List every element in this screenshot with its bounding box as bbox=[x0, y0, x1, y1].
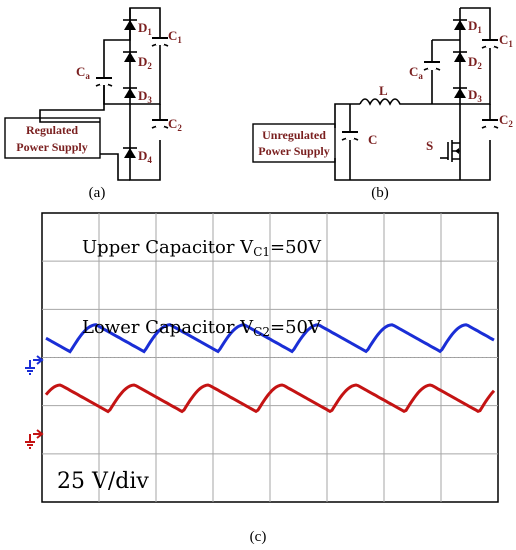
upper-ground-marker-icon bbox=[25, 355, 44, 375]
label-b-c1: C1 bbox=[499, 32, 513, 49]
label-a-c2: C2 bbox=[168, 116, 182, 133]
lower-capacitor-label: Lower Capacitor VC2=50V bbox=[82, 317, 322, 339]
scope-grid bbox=[42, 213, 498, 502]
label-b-l: L bbox=[379, 83, 388, 98]
label-b-s: S bbox=[426, 138, 433, 153]
wire-a5 bbox=[103, 84, 130, 105]
label-b-c2: C2 bbox=[499, 112, 513, 129]
inductor-l bbox=[359, 98, 405, 106]
wire-b10 bbox=[431, 39, 460, 104]
oscilloscope: Upper Capacitor VC1=50V Lower Capacitor … bbox=[25, 212, 499, 545]
scale-label: 25 V/div bbox=[57, 469, 149, 494]
diode-d4 bbox=[123, 147, 137, 158]
diode-d3 bbox=[123, 87, 137, 98]
unregulated-supply-label-1: Unregulated bbox=[262, 128, 326, 142]
label-b-d3: D3 bbox=[468, 87, 482, 104]
label-b-c: C bbox=[368, 132, 377, 147]
regulated-supply-box bbox=[4, 117, 101, 159]
wire-b1 bbox=[334, 103, 360, 128]
unregulated-supply-box bbox=[252, 123, 336, 163]
wire-b7 bbox=[460, 7, 491, 40]
caption-c: (c) bbox=[250, 529, 267, 545]
label-a-ca: Ca bbox=[76, 64, 90, 81]
label-b-d2: D2 bbox=[468, 54, 482, 71]
diode-d2 bbox=[123, 51, 137, 62]
wire-a1 bbox=[39, 7, 161, 123]
upper-capacitor-label: Upper Capacitor VC1=50V bbox=[82, 237, 322, 259]
upper-capacitor-trace bbox=[45, 323, 495, 354]
diode-b-d1 bbox=[453, 19, 467, 30]
regulated-supply-label-1: Regulated bbox=[26, 123, 78, 137]
caption-a: (a) bbox=[89, 185, 106, 201]
caption-b: (b) bbox=[371, 185, 389, 201]
circuit-a: Regulated Power Supply D1 D2 D3 D4 C1 C2… bbox=[4, 7, 182, 201]
regulated-supply-label-2: Power Supply bbox=[16, 140, 87, 154]
wire-b2 bbox=[334, 140, 491, 181]
diode-b-d3 bbox=[453, 87, 467, 98]
label-a-d2: D2 bbox=[138, 54, 152, 71]
diode-b-d2 bbox=[453, 51, 467, 62]
mosfet-s bbox=[440, 140, 460, 162]
label-a-d1: D1 bbox=[138, 20, 152, 37]
label-a-d4: D4 bbox=[138, 148, 152, 165]
circuit-b: Unregulated Power Supply bbox=[252, 7, 513, 201]
diode-d1 bbox=[123, 19, 137, 30]
lower-ground-marker-icon bbox=[25, 429, 44, 449]
label-b-d1: D1 bbox=[468, 18, 482, 35]
label-a-c1: C1 bbox=[168, 28, 182, 45]
wire-a4 bbox=[100, 153, 130, 181]
label-b-ca: Ca bbox=[409, 64, 423, 81]
label-a-d3: D3 bbox=[138, 88, 152, 105]
lower-capacitor-trace bbox=[44, 383, 496, 414]
unregulated-supply-label-2: Power Supply bbox=[258, 144, 329, 158]
